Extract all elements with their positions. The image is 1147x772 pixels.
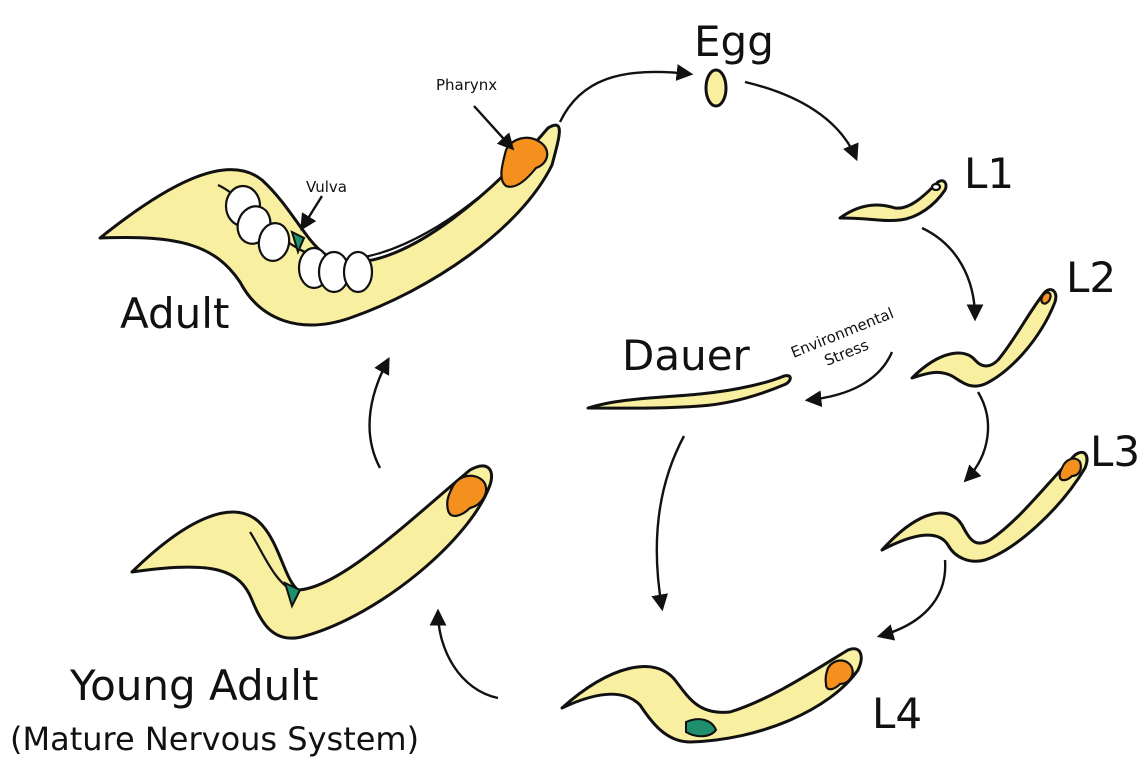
label-environmental-stress: Environmental Stress xyxy=(788,304,903,380)
l4-worm xyxy=(562,649,861,742)
l2-worm xyxy=(912,290,1056,387)
arrow-vulva-pointer xyxy=(302,196,322,228)
arrow-adult-to-egg xyxy=(560,72,690,122)
l4-pharynx xyxy=(826,661,853,690)
label-dauer: Dauer xyxy=(622,331,751,380)
label-vulva: Vulva xyxy=(306,178,347,196)
label-pharynx: Pharynx xyxy=(436,76,497,94)
label-l2: L2 xyxy=(1066,253,1116,302)
dauer-worm xyxy=(588,376,790,409)
l1-pharynx xyxy=(932,184,940,190)
arrow-l3-to-l4 xyxy=(880,560,945,636)
label-egg: Egg xyxy=(694,17,774,66)
arrow-pharynx-pointer xyxy=(474,106,512,148)
adult-egg xyxy=(344,252,372,292)
egg-shape xyxy=(706,70,726,106)
arrow-l2-to-l3 xyxy=(966,392,988,480)
arrow-egg-to-l1 xyxy=(745,82,856,158)
arrow-dauer-to-l4 xyxy=(657,436,684,608)
arrow-young-adult-to-adult xyxy=(370,360,388,468)
label-l4: L4 xyxy=(872,689,922,738)
l3-worm xyxy=(882,452,1087,561)
arrow-l1-to-l2 xyxy=(922,228,975,318)
label-adult: Adult xyxy=(120,289,229,338)
label-young-adult-note: (Mature Nervous System) xyxy=(10,720,419,758)
young-adult-pharynx xyxy=(447,476,486,516)
lifecycle-arrows xyxy=(302,72,988,698)
label-young-adult: Young Adult xyxy=(69,661,318,710)
label-l1: L1 xyxy=(964,149,1014,198)
arrow-l4-to-young-adult xyxy=(438,612,498,698)
l1-worm xyxy=(840,181,946,221)
label-l3: L3 xyxy=(1090,427,1140,476)
